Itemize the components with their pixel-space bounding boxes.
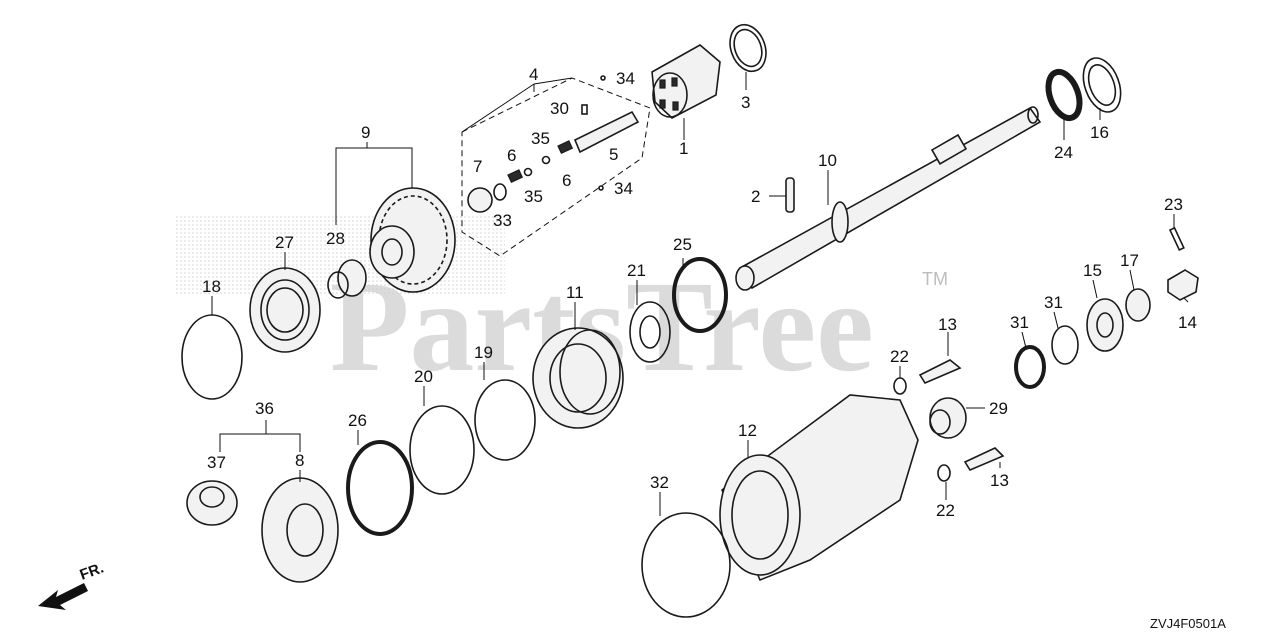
callout-31b: 31 [1044, 293, 1063, 312]
callout-15: 15 [1083, 261, 1102, 280]
callout-17: 17 [1120, 251, 1139, 270]
callout-19: 19 [474, 343, 493, 362]
bearing-housing-11 [532, 327, 624, 429]
ring-33 [493, 183, 507, 201]
needle-bearing-28 [327, 259, 367, 299]
cotter-pin-23 [1168, 226, 1185, 252]
diagram-code: ZVJ4F0501A [1150, 616, 1226, 631]
ring-3-inner [733, 28, 763, 68]
ball-34a [600, 75, 606, 81]
clutch-dog-1 [651, 44, 721, 119]
front-arrow-icon [38, 583, 88, 610]
callout-30: 30 [550, 99, 569, 118]
washer-15-inner [1096, 312, 1114, 338]
shifter-5 [573, 110, 640, 154]
callout-13a: 13 [938, 315, 957, 334]
callout-21: 21 [627, 261, 646, 280]
washer-21-inner [639, 315, 661, 349]
callout-36: 36 [255, 399, 274, 418]
callout-31a: 31 [1010, 313, 1029, 332]
callout-23: 23 [1164, 195, 1183, 214]
callout-35b: 35 [524, 187, 543, 206]
ring-3 [729, 23, 767, 73]
washer-22b [937, 464, 951, 482]
callout-16: 16 [1090, 123, 1109, 142]
callout-22a: 22 [890, 347, 909, 366]
callout-34a: 34 [616, 69, 635, 88]
callout-22b: 22 [936, 501, 955, 520]
needle-bearing-29 [929, 397, 967, 439]
seal-31a [1014, 345, 1046, 389]
bolt-13b [963, 447, 1005, 472]
callout-1: 1 [679, 139, 688, 158]
callout-14: 14 [1178, 313, 1197, 332]
callout-8: 8 [295, 451, 304, 470]
callout-27: 27 [275, 233, 294, 252]
thrust-washer-26 [346, 440, 414, 536]
callout-24: 24 [1054, 143, 1073, 162]
callout-5: 5 [609, 145, 618, 164]
callout-35a: 35 [531, 129, 550, 148]
thrust-washer-25 [672, 257, 728, 333]
callout-6a: 6 [507, 146, 516, 165]
callout-4: 4 [529, 65, 538, 84]
gear-case-12 [719, 394, 919, 582]
front-direction-indicator: FR. [38, 560, 106, 610]
detent-ball-35b [523, 167, 533, 177]
callout-18: 18 [202, 277, 221, 296]
callout-12: 12 [738, 421, 757, 440]
leader-lines [211, 72, 1189, 516]
callout-25: 25 [673, 235, 692, 254]
ring-18 [181, 314, 243, 400]
washer-15 [1086, 298, 1124, 352]
washer-21 [629, 301, 671, 363]
washer-16 [1082, 57, 1122, 113]
callout-2: 2 [751, 187, 760, 206]
washer-16-inner [1087, 64, 1117, 106]
callout-13b: 13 [990, 471, 1009, 490]
nut-14 [1167, 269, 1199, 301]
callout-37: 37 [207, 453, 226, 472]
pin-2 [785, 177, 795, 213]
watermark-trademark: TM [922, 269, 948, 289]
callout-9: 9 [361, 123, 370, 142]
callouts: 1 2 3 4 5 6 6 7 8 9 10 11 12 13 13 14 15… [202, 65, 1197, 520]
seal-31b [1051, 325, 1079, 365]
bevel-gear-8 [261, 477, 339, 583]
spring-6b [507, 169, 524, 184]
callout-33: 33 [493, 211, 512, 230]
ball-34b [598, 185, 604, 191]
callout-7: 7 [473, 157, 482, 176]
ring-19 [474, 379, 536, 461]
callout-26: 26 [348, 411, 367, 430]
bearing-27 [249, 267, 321, 353]
callout-20: 20 [414, 367, 433, 386]
callout-3: 3 [741, 93, 750, 112]
washer-22a [893, 377, 907, 395]
bevel-gear-9 [369, 187, 456, 293]
callout-6b: 6 [562, 171, 571, 190]
pinion-gear-37 [186, 480, 238, 526]
callout-34b: 34 [614, 179, 633, 198]
plunger-7 [467, 187, 493, 213]
ring-20 [409, 405, 475, 495]
callout-28: 28 [326, 229, 345, 248]
seal-24 [1045, 68, 1083, 122]
callout-10: 10 [818, 151, 837, 170]
detent-ball-35a [541, 155, 551, 165]
front-label: FR. [78, 560, 107, 584]
pin-30 [581, 104, 588, 115]
callout-29: 29 [989, 399, 1008, 418]
callout-11: 11 [566, 283, 584, 302]
callout-32: 32 [650, 473, 669, 492]
bolt-13a [918, 359, 962, 385]
washer-17 [1125, 288, 1151, 322]
o-ring-32 [641, 512, 731, 618]
spring-6a [557, 140, 574, 155]
propeller-shaft-10 [735, 106, 1042, 291]
